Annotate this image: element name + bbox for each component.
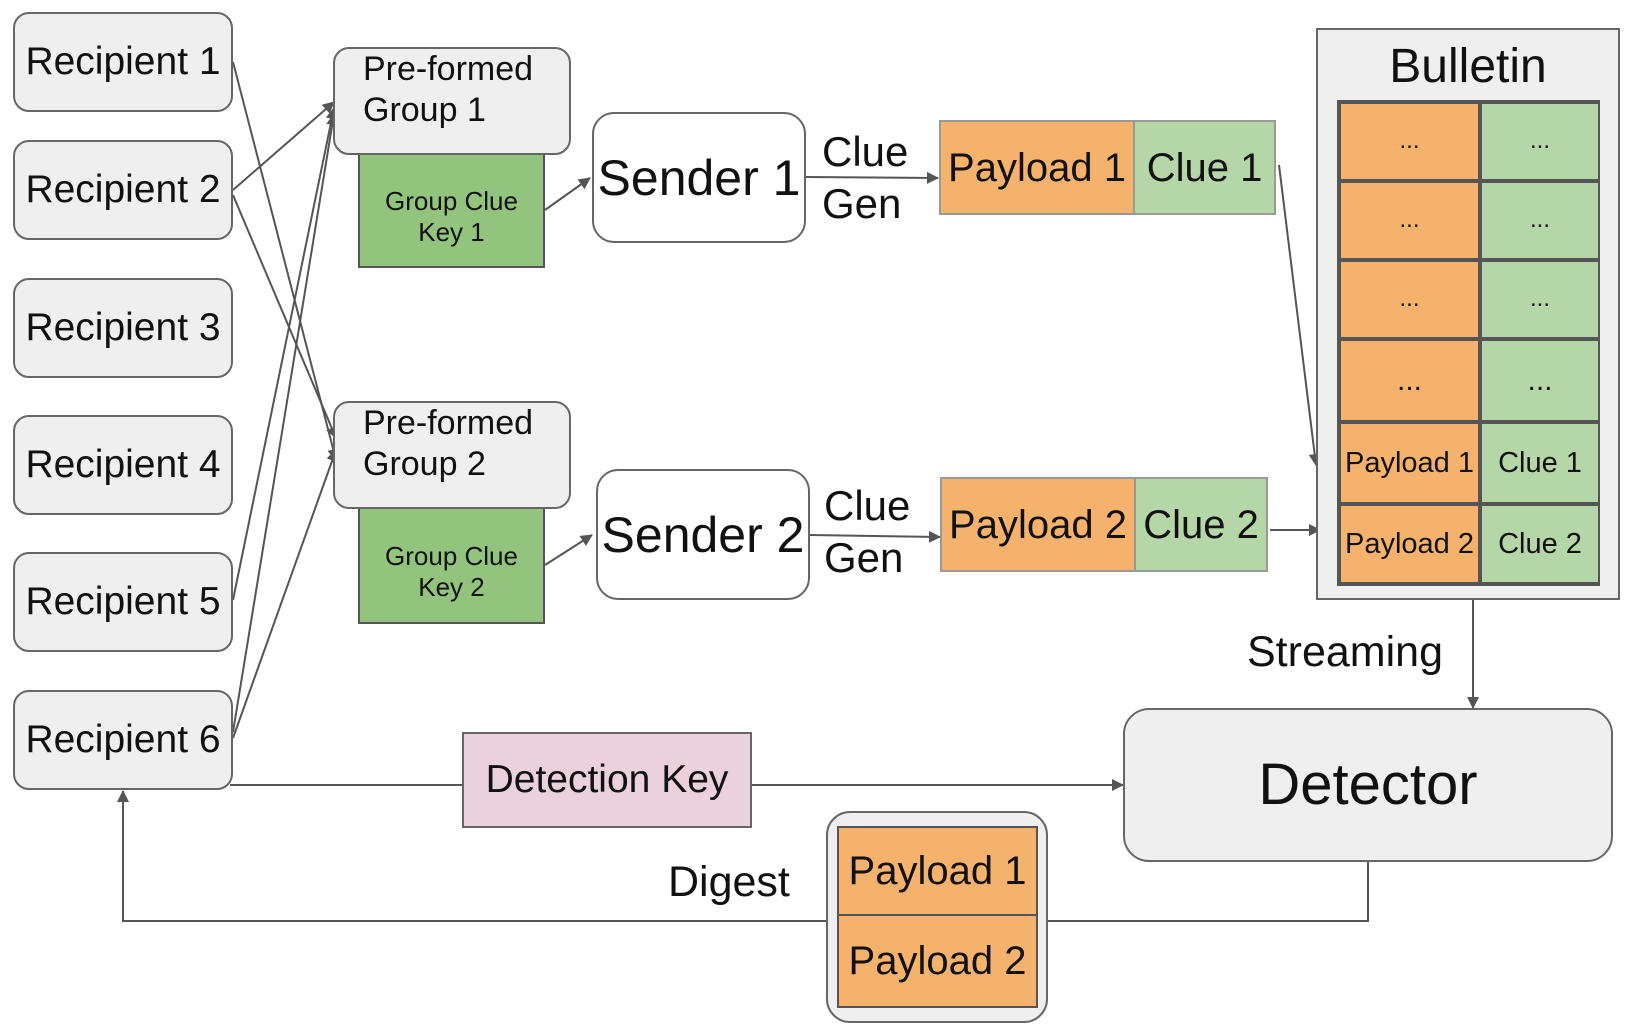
- bulletin-row-6-clue: Clue 2: [1480, 504, 1600, 584]
- message-2-payload-label: Payload 2: [949, 502, 1127, 547]
- group-2-title-line2: Group 2: [363, 444, 486, 483]
- bulletin-row-5-payload: Payload 1: [1339, 422, 1480, 504]
- bulletin-row-3-clue: ...: [1480, 260, 1600, 339]
- digest-payload-1: Payload 1: [837, 826, 1038, 916]
- clue-gen-2-line2: Gen: [824, 534, 904, 581]
- recipient-2-label: Recipient 2: [25, 167, 221, 211]
- bulletin-row-2-clue-label: ...: [1529, 206, 1550, 234]
- edge-key2-sender2: [544, 534, 593, 566]
- bulletin-row-6-payload-label: Payload 2: [1345, 527, 1474, 560]
- bulletin-row-5-clue-label: Clue 1: [1498, 446, 1582, 479]
- recipient-3: Recipient 3: [13, 278, 233, 378]
- clue-gen-2-line1: Clue: [824, 482, 911, 529]
- bulletin-row-5-payload-label: Payload 1: [1345, 446, 1474, 479]
- digest-payload-2: Payload 2: [837, 914, 1038, 1008]
- detector: Detector: [1123, 708, 1613, 862]
- group-1-title-line1: Pre-formed: [363, 50, 534, 88]
- recipient-6-label: Recipient 6: [25, 717, 221, 761]
- edge-message1-bulletin: [1278, 164, 1321, 466]
- recipient-5: Recipient 5: [13, 552, 233, 652]
- bulletin-row-4-payload: ...: [1339, 339, 1480, 422]
- edge-detector-digest-recipient6: [117, 790, 1369, 922]
- bulletin-row-1-payload-label: ...: [1399, 127, 1420, 155]
- message-1-payload-label: Payload 1: [948, 145, 1126, 190]
- edge-sender2-message2: [809, 530, 941, 543]
- sender-1: Sender 1: [592, 112, 806, 243]
- clue-gen-label-2: Clue Gen: [824, 480, 910, 584]
- message-2-clue-label: Clue 2: [1143, 502, 1259, 547]
- recipient-4-label: Recipient 4: [25, 442, 221, 486]
- bulletin-row-3-clue-label: ...: [1529, 285, 1550, 313]
- edge-r1-group2: [232, 61, 340, 461]
- bulletin-row-1-clue-label: ...: [1529, 127, 1550, 155]
- bulletin-row-3-payload: ...: [1339, 260, 1480, 339]
- bulletin-row-6-payload: Payload 2: [1339, 504, 1480, 584]
- edge-r5-group1: [232, 107, 338, 601]
- recipient-4: Recipient 4: [13, 415, 233, 515]
- recipient-6: Recipient 6: [13, 690, 233, 790]
- detector-label: Detector: [1258, 752, 1478, 818]
- bulletin-row-3-payload-label: ...: [1399, 285, 1420, 313]
- digest-payload-2-label: Payload 2: [848, 939, 1027, 983]
- bulletin-row-1-clue: ...: [1480, 102, 1600, 181]
- group-2-title-line1: Pre-formed: [363, 404, 534, 442]
- edge-r2-group1: [232, 101, 335, 191]
- group-1-title-line2: Group 1: [363, 90, 486, 129]
- group-clue-key-1-line2: Key 1: [418, 217, 485, 247]
- bulletin-row-4-payload-label: ...: [1396, 363, 1422, 397]
- edge-r6-group2: [232, 449, 338, 739]
- group-clue-key-1: Group Clue Key 1: [358, 148, 545, 268]
- message-2-clue: Clue 2: [1134, 477, 1268, 572]
- digest-payload-1-label: Payload 1: [848, 849, 1027, 893]
- group-clue-key-2: Group Clue Key 2: [358, 502, 545, 624]
- digest-label: Digest: [668, 858, 790, 906]
- clue-gen-1-line1: Clue: [822, 128, 909, 175]
- streaming-label: Streaming: [1247, 628, 1443, 676]
- message-1-clue-label: Clue 1: [1146, 145, 1263, 190]
- bulletin-row-4-clue: ...: [1480, 339, 1600, 422]
- bulletin-title: Bulletin: [1389, 40, 1547, 93]
- recipient-5-label: Recipient 5: [25, 579, 221, 623]
- bulletin-row-4-clue-label: ...: [1527, 363, 1553, 397]
- bulletin-row-1-payload: ...: [1339, 102, 1480, 181]
- message-1-clue: Clue 1: [1133, 120, 1276, 215]
- edge-key1-sender1: [544, 177, 591, 211]
- recipient-2: Recipient 2: [13, 140, 233, 240]
- sender-2-label: Sender 2: [601, 506, 805, 563]
- bulletin-row-2-clue: ...: [1480, 181, 1600, 260]
- bulletin-row-2-payload-label: ...: [1399, 206, 1420, 234]
- sender-1-label: Sender 1: [597, 149, 801, 206]
- sender-2: Sender 2: [596, 469, 810, 600]
- bulletin-row-5-clue: Clue 1: [1480, 422, 1600, 504]
- bulletin-row-6-clue-label: Clue 2: [1498, 527, 1582, 560]
- edge-sender1-message1: [805, 171, 939, 184]
- clue-gen-label-1: Clue Gen: [822, 126, 908, 230]
- clue-gen-1-line2: Gen: [822, 180, 902, 227]
- pre-formed-group-1: Pre-formed Group 1: [333, 47, 571, 155]
- pre-formed-group-2: Pre-formed Group 2: [333, 401, 571, 509]
- detection-key: Detection Key: [462, 732, 752, 828]
- recipient-1-label: Recipient 1: [25, 39, 221, 83]
- message-2-payload: Payload 2: [940, 477, 1136, 572]
- group-clue-key-2-line1: Group Clue: [385, 540, 518, 571]
- recipient-1: Recipient 1: [13, 12, 233, 112]
- message-1-payload: Payload 1: [939, 120, 1135, 215]
- detection-key-label: Detection Key: [485, 757, 729, 801]
- recipient-3-label: Recipient 3: [25, 305, 221, 349]
- group-clue-key-2-line2: Key 2: [418, 572, 485, 602]
- bulletin-row-2-payload: ...: [1339, 181, 1480, 260]
- bulletin-table: ... ... ... ... ... ... ... ... Payload …: [1337, 100, 1600, 586]
- edge-r2-group2: [232, 194, 338, 439]
- group-clue-key-1-line1: Group Clue: [385, 185, 518, 216]
- edge-r6-group1: [232, 113, 339, 733]
